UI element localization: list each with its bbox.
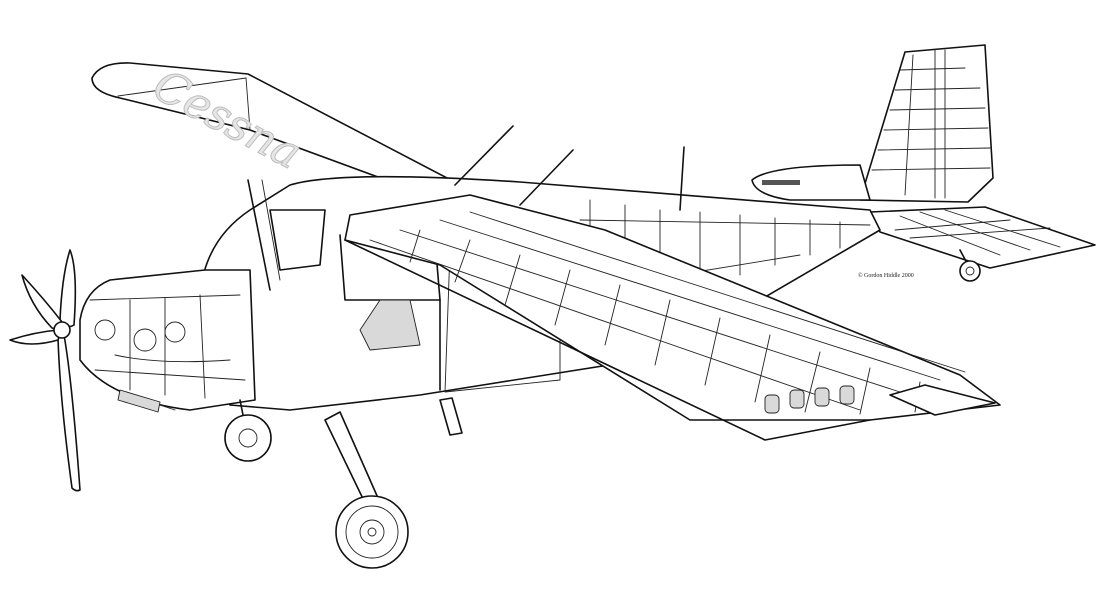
propeller <box>9 249 81 492</box>
empennage <box>751 44 1096 282</box>
right-wing <box>344 194 1001 441</box>
artist-signature: © Gordon Hiddle 2000 <box>858 272 914 279</box>
antennas <box>454 125 685 211</box>
engine-compartment <box>79 269 256 413</box>
landing-gear <box>224 397 463 569</box>
wing-strut <box>247 179 281 291</box>
